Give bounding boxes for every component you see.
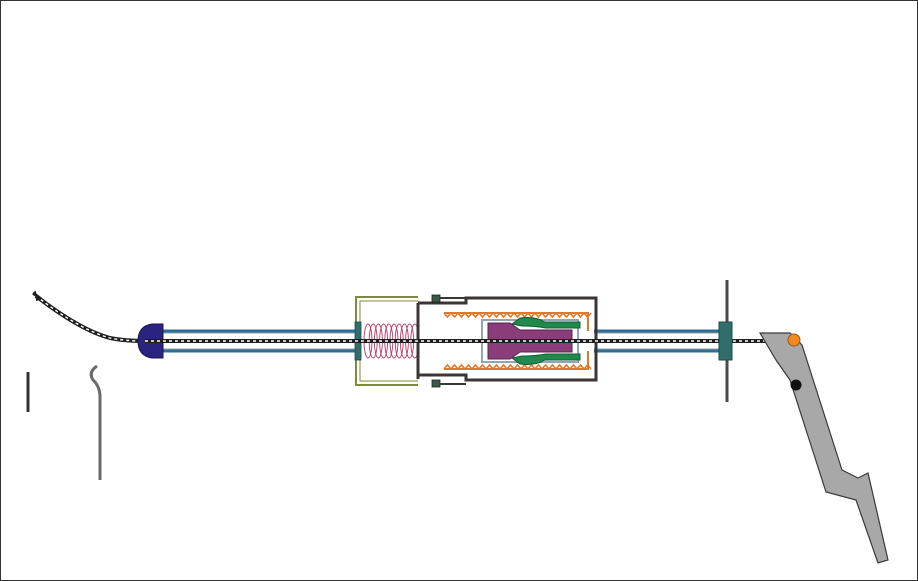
pedal-cable-hook xyxy=(787,333,801,347)
curved-cable-lead xyxy=(34,294,146,343)
pedal-lever xyxy=(758,332,889,564)
thread-teeth xyxy=(443,311,592,319)
cable-end-ferrule xyxy=(32,290,42,302)
threaded-sleeve xyxy=(443,311,592,371)
firewall-bulkhead xyxy=(718,280,733,402)
hook-tool xyxy=(89,364,102,480)
thread-teeth xyxy=(443,363,592,371)
pedal-pivot xyxy=(790,379,802,391)
locking-pawls xyxy=(510,317,581,365)
